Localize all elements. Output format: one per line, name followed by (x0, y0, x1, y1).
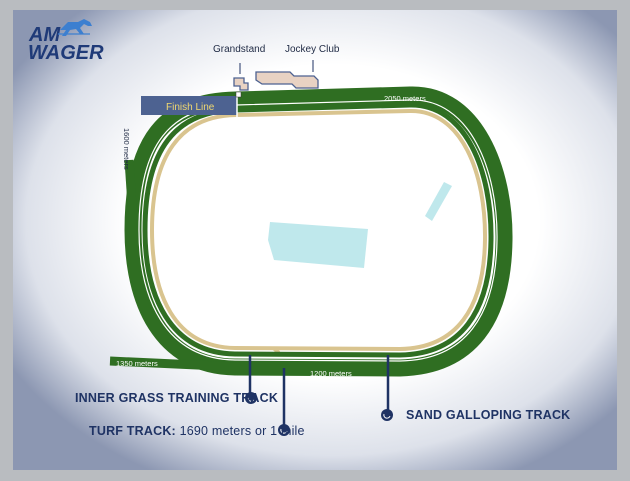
marker-2050: 2050 meters (384, 94, 426, 103)
marker-1200: 1200 meters (310, 369, 352, 378)
finish-flag-icon (235, 91, 242, 98)
pointer-turf (278, 368, 290, 436)
finish-line-box (141, 96, 237, 115)
legend-inner-grass: INNER GRASS TRAINING TRACK (75, 391, 278, 405)
legend-turf: TURF TRACK: 1690 meters or 1 mile (89, 424, 305, 438)
legend-sand: SAND GALLOPING TRACK (406, 408, 570, 422)
logo-line-1: AM (28, 24, 61, 46)
logo-line-2: WAGER (28, 42, 104, 64)
legend-inner-grass-label: INNER GRASS TRAINING TRACK (75, 391, 279, 405)
grandstand-label: Grandstand (213, 44, 265, 55)
turf-track (124, 86, 513, 377)
inner-grass-ring (142, 102, 494, 358)
legend-turf-label: TURF TRACK: (89, 424, 176, 438)
legend-sand-label: SAND GALLOPING TRACK (406, 408, 571, 422)
finish-line-label: Finish Line (166, 102, 215, 113)
horse-jockey-icon (60, 19, 92, 36)
chute-1350 (109, 356, 241, 372)
jockey-club-building (255, 71, 319, 89)
amwager-logo: AM WAGER (28, 19, 104, 64)
pointer-sand (381, 355, 393, 421)
marker-1600: 1600 meters (122, 128, 131, 170)
infield-lake (268, 222, 368, 268)
rail-line (138, 99, 498, 362)
jockey-club-label: Jockey Club (285, 44, 340, 55)
pointer-inner-grass (245, 355, 257, 404)
grandstand-building (233, 77, 249, 91)
legend-turf-value: 1690 meters or 1 mile (179, 424, 305, 438)
chute-1600 (124, 159, 138, 221)
marker-1350: 1350 meters (116, 359, 158, 368)
infield-pond (425, 182, 452, 221)
